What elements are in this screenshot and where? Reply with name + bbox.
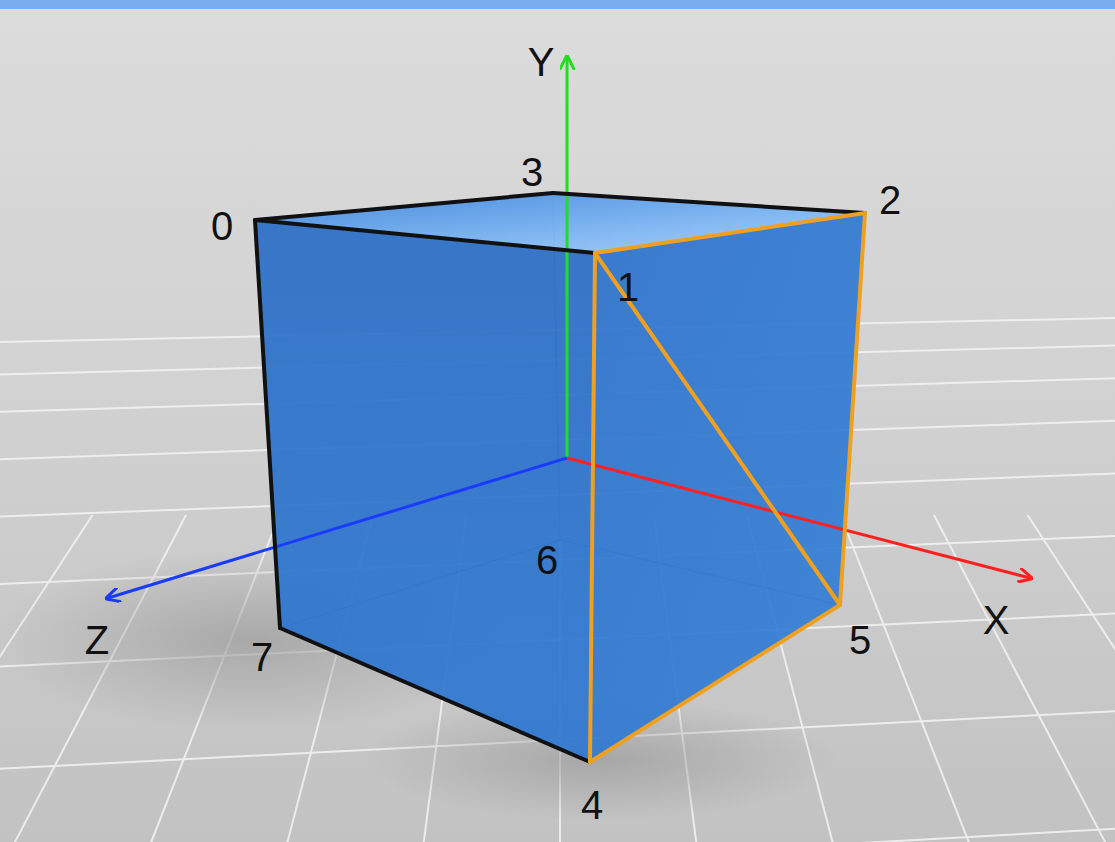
x-axis (567, 458, 1030, 578)
vertex-number: 0 (211, 206, 233, 246)
vertex-number: 6 (536, 540, 558, 580)
vertex-number: 5 (849, 620, 871, 660)
vertex-number: 2 (879, 180, 901, 220)
grid-line (841, 515, 1071, 842)
axis-label: Y (528, 42, 555, 82)
right-face (590, 213, 865, 762)
grid-line (0, 829, 1115, 842)
y-axis (566, 58, 569, 458)
cube-edges (255, 193, 865, 762)
axis-label: Z (85, 620, 109, 660)
axis-label: X (983, 600, 1010, 640)
grid-line (934, 515, 1115, 842)
vertex-number: 4 (581, 785, 603, 825)
grid-line (1028, 515, 1115, 842)
highlighted-edges (590, 213, 865, 762)
vertex-number: 1 (617, 267, 639, 307)
front-face (255, 220, 595, 762)
z-axis (108, 458, 567, 598)
vertex-number: 7 (251, 637, 273, 677)
top-bar (0, 0, 1115, 9)
vertex-number: 3 (521, 152, 543, 192)
